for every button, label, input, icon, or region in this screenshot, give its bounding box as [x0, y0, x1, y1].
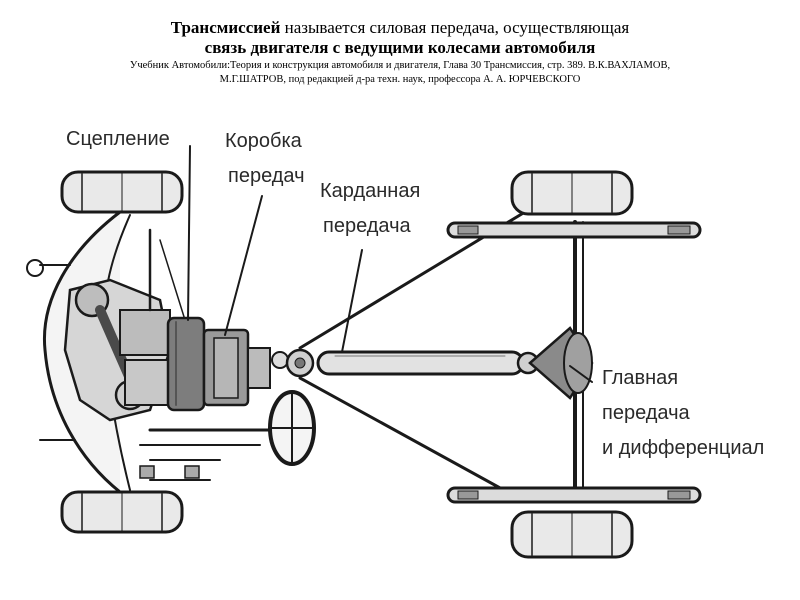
title-bold: Трансмиссией: [170, 18, 281, 37]
source-citation-line2: М.Г.ШАТРОВ, под редакцией д-ра техн. нау…: [219, 74, 581, 85]
label-cardan-line2: передача: [323, 215, 412, 237]
title-rest: называется силовая передача, осуществляю…: [280, 18, 630, 37]
cardan-leader-line: [341, 249, 363, 353]
page-title-line2: связь двигателя с ведущими колесами авто…: [204, 38, 596, 57]
label-cardan-line1: Карданная: [320, 180, 420, 202]
engine: [63, 228, 186, 422]
label-final-drive-line2: передача: [602, 402, 691, 424]
differential: [528, 326, 594, 400]
label-gearbox-line1: Коробка: [225, 130, 303, 152]
gearbox: [202, 328, 289, 407]
label-final-drive-line1: Главная: [602, 367, 678, 389]
front-right-wheel: [60, 490, 184, 534]
rear-left-wheel: [510, 170, 634, 216]
front-left-wheel: [60, 170, 184, 214]
gearbox-leader-line: [224, 195, 263, 336]
rear-right-wheel: [510, 510, 634, 559]
front-linkages: [139, 428, 272, 481]
source-citation-line1: Учебник Автомобили:Теория и конструкция …: [129, 60, 671, 71]
header: Трансмиссией называется силовая передача…: [0, 18, 800, 86]
label-clutch: Сцепление: [66, 128, 170, 150]
cardan-shaft: [285, 348, 540, 378]
label-final-drive-line3: и дифференциал: [602, 437, 764, 459]
steering-wheel: [268, 390, 316, 466]
differential-leader-line: [569, 365, 593, 383]
label-gearbox-line2: передач: [228, 165, 305, 187]
rear-top-spring: [446, 221, 702, 239]
clutch-leader-line: [187, 145, 191, 321]
clutch-housing: [166, 316, 206, 412]
page-title: Трансмиссией называется силовая передача…: [0, 18, 800, 38]
rear-bottom-spring: [446, 486, 702, 504]
